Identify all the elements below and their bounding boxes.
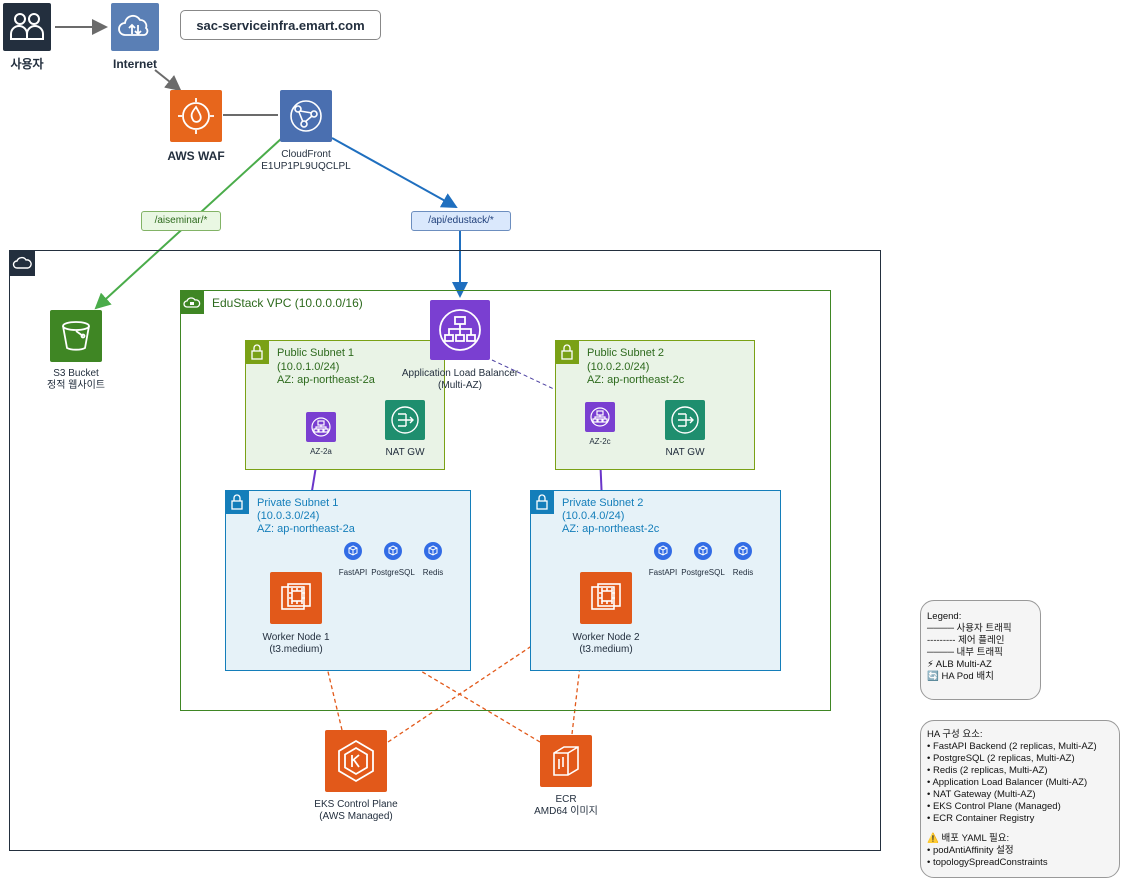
private-subnet-2-cidr: (10.0.4.0/24) (562, 510, 625, 522)
public-subnet-2-title: Public Subnet 2 (587, 347, 665, 359)
route-tag-api: /api/edustack/* (411, 211, 511, 231)
pod-fastapi-2-label: FastAPI (648, 568, 678, 577)
s3-sublabel: 정적 웹사이트 (47, 380, 105, 391)
users-label: 사용자 (10, 57, 44, 71)
vpc-label: EduStack VPC (10.0.0.0/16) (212, 296, 363, 310)
s3-bucket-icon (50, 310, 102, 362)
eks-icon (325, 730, 387, 792)
pod-fastapi-1-icon (344, 542, 362, 560)
private-subnet-2-az: AZ: ap-northeast-2c (562, 523, 660, 535)
private-subnet-1 (225, 490, 471, 671)
private-subnet-1-title: Private Subnet 1 (257, 497, 339, 509)
worker-node-2-label: Worker Node 2 (572, 632, 640, 643)
vpc-icon (180, 290, 204, 314)
alb-node-2a-icon (306, 412, 336, 442)
legend-item-user-traffic: ──── 사용자 트래픽 (927, 623, 1012, 634)
waf-label: AWS WAF (167, 149, 225, 163)
worker-node-2-icon (580, 572, 632, 624)
cloudfront-icon (280, 90, 332, 142)
eks-label: EKS Control Plane (314, 799, 398, 810)
public-subnet-2-cidr: (10.0.2.0/24) (587, 361, 650, 373)
alb-sublabel: (Multi-AZ) (438, 380, 482, 391)
private-subnet-2-title: Private Subnet 2 (562, 497, 644, 509)
legend-title: Legend: (927, 611, 962, 622)
pod-redis-1-icon (424, 542, 442, 560)
public-subnet-1-lock-icon (245, 340, 269, 364)
public-subnet-2-lock-icon (555, 340, 579, 364)
public-subnet-1-az: AZ: ap-northeast-2a (277, 374, 375, 386)
ecr-label: ECR (555, 794, 577, 805)
ha-warning-item: • podAntiAffinity 설정 (927, 845, 1014, 856)
ha-item: • Redis (2 replicas, Multi-AZ) (927, 765, 1048, 776)
pod-redis-2-icon (734, 542, 752, 560)
pod-postgresql-2-label: PostgreSQL (681, 568, 725, 577)
pod-postgresql-1-label: PostgreSQL (371, 568, 415, 577)
cloudfront-label: CloudFront (281, 149, 331, 160)
vpc-frame (180, 290, 831, 711)
ha-item: • EKS Control Plane (Managed) (927, 801, 1061, 812)
ha-warning-title: ⚠️ 배포 YAML 필요: (927, 833, 1010, 844)
nat-gateway-2-label: NAT GW (665, 447, 705, 458)
edge-cloudfront-alb (331, 137, 458, 208)
ha-warning-item: • topologySpreadConstraints (927, 857, 1048, 868)
internet-label: Internet (112, 57, 157, 71)
waf-icon (170, 90, 222, 142)
ha-item: • Application Load Balancer (Multi-AZ) (927, 777, 1088, 788)
private-subnet-1-az: AZ: ap-northeast-2a (257, 523, 355, 535)
alb-icon (430, 300, 490, 360)
legend-panel: Legend: ──── 사용자 트래픽 --------- 제어 플레인 ──… (920, 600, 1041, 700)
private-subnet-1-lock-icon (225, 490, 249, 514)
alb-node-2a-label: AZ-2a (310, 447, 332, 456)
ha-title: HA 구성 요소: (927, 729, 983, 740)
public-subnet-1-cidr: (10.0.1.0/24) (277, 361, 340, 373)
edge-internet-waf (154, 69, 182, 92)
ecr-sublabel: AMD64 이미지 (534, 806, 598, 817)
legend-item-ha-pod: 🔄 HA Pod 배치 (927, 671, 994, 682)
ha-components-panel: HA 구성 요소: • FastAPI Backend (2 replicas,… (920, 720, 1120, 878)
legend-item-alb-multi-az: ⚡ ALB Multi-AZ (927, 659, 992, 670)
public-subnet-2-az: AZ: ap-northeast-2c (587, 374, 685, 386)
ecr-icon (540, 735, 592, 787)
private-subnet-1-cidr: (10.0.3.0/24) (257, 510, 320, 522)
pod-redis-2-label: Redis (732, 568, 754, 577)
nat-gateway-1-icon (385, 400, 425, 440)
domain-text: sac-serviceinfra.emart.com (196, 17, 365, 33)
users-icon (3, 3, 51, 51)
pod-fastapi-1-label: FastAPI (338, 568, 368, 577)
public-subnet-1-title: Public Subnet 1 (277, 347, 355, 359)
worker-node-1-label: Worker Node 1 (262, 632, 330, 643)
worker-node-2-type: (t3.medium) (579, 644, 633, 655)
s3-label: S3 Bucket (53, 368, 99, 379)
aws-cloud-icon (9, 250, 35, 276)
legend-item-internal-traffic: ──── 내부 트래픽 (927, 647, 1003, 658)
alb-node-2c-icon (585, 402, 615, 432)
worker-node-1-type: (t3.medium) (269, 644, 323, 655)
route-tag-s3: /aiseminar/* (141, 211, 221, 231)
alb-label: Application Load Balancer (401, 368, 519, 379)
nat-gateway-2-icon (665, 400, 705, 440)
worker-node-1-icon (270, 572, 322, 624)
pod-postgresql-2-icon (694, 542, 712, 560)
edge-alb-az2c (491, 359, 589, 406)
alb-node-2c-label: AZ-2c (589, 437, 611, 446)
pod-fastapi-2-icon (654, 542, 672, 560)
legend-item-control-plane: --------- 제어 플레인 (927, 635, 1005, 646)
internet-cloud-icon (111, 3, 159, 51)
private-subnet-2 (530, 490, 781, 671)
eks-sublabel: (AWS Managed) (319, 811, 393, 822)
pod-redis-1-label: Redis (422, 568, 444, 577)
pod-postgresql-1-icon (384, 542, 402, 560)
aws-cloud-frame (9, 250, 881, 851)
private-subnet-2-lock-icon (530, 490, 554, 514)
domain-box: sac-serviceinfra.emart.com (180, 10, 381, 40)
nat-gateway-1-label: NAT GW (385, 447, 425, 458)
ha-item: • FastAPI Backend (2 replicas, Multi-AZ) (927, 741, 1097, 752)
ha-item: • ECR Container Registry (927, 813, 1035, 824)
cloudfront-id: E1UP1PL9UQCLPL (261, 161, 351, 172)
ha-item: • PostgreSQL (2 replicas, Multi-AZ) (927, 753, 1075, 764)
ha-item: • NAT Gateway (Multi-AZ) (927, 789, 1036, 800)
